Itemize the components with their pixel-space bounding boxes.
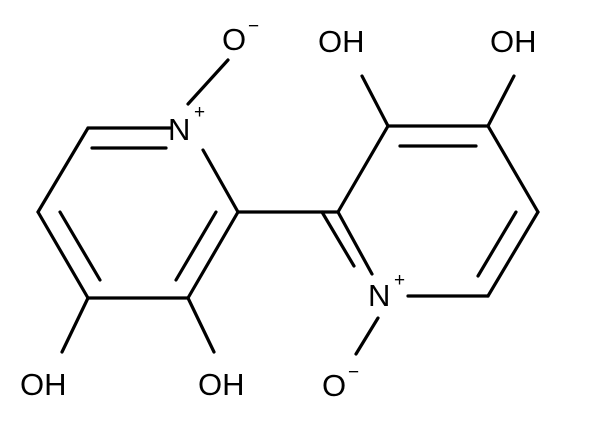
bond xyxy=(486,124,540,214)
nitrogen-atom: N xyxy=(368,278,390,313)
oxygen-atom: O xyxy=(222,22,246,57)
bond xyxy=(58,210,102,282)
hydroxyl-label: OH xyxy=(20,367,67,402)
bond xyxy=(486,210,540,298)
bond xyxy=(354,316,380,356)
oxygen-atom: O xyxy=(322,368,346,403)
nitrogen-atom: N xyxy=(168,112,190,147)
bond xyxy=(174,210,218,282)
charge-sign: + xyxy=(194,102,205,123)
bond xyxy=(360,74,390,128)
charge-sign: − xyxy=(348,362,359,383)
bond xyxy=(186,58,230,106)
bond xyxy=(60,296,90,354)
charge-sign: − xyxy=(248,16,259,37)
bond xyxy=(336,124,390,214)
bond xyxy=(36,210,90,300)
bond xyxy=(486,74,516,128)
charge-sign: + xyxy=(394,270,405,291)
bond xyxy=(320,210,356,268)
bond xyxy=(186,296,216,354)
bond xyxy=(36,126,90,214)
bond xyxy=(186,210,240,300)
hydroxyl-label: OH xyxy=(198,367,245,402)
bond xyxy=(336,210,374,276)
hydroxyl-label: OH xyxy=(490,24,537,59)
bond xyxy=(201,148,240,214)
hydroxyl-label: OH xyxy=(318,24,365,59)
bond xyxy=(476,210,518,278)
